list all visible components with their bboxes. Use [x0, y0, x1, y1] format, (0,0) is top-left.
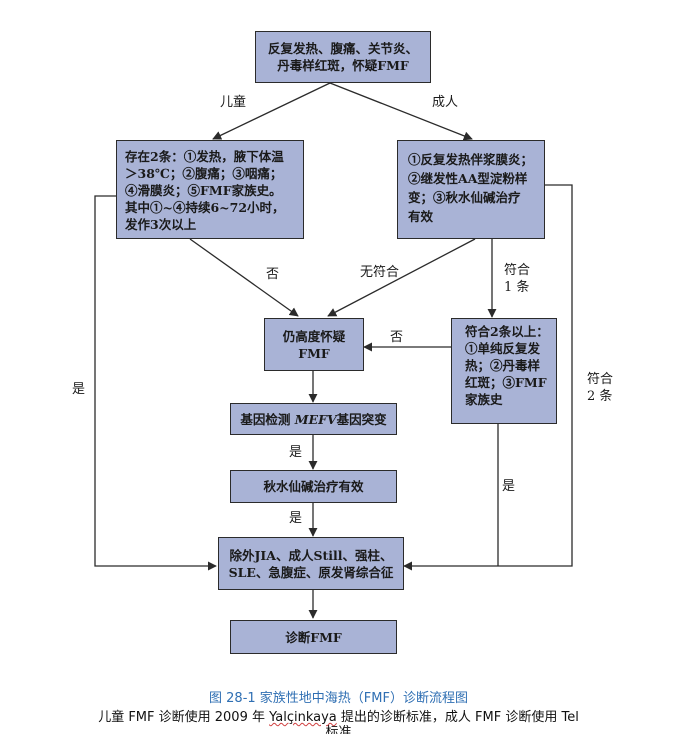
edge-label-yes-left: 是	[72, 382, 86, 397]
gene-test-box: 基因检测 MEFV基因突变	[230, 403, 397, 435]
child-criteria-box: 存在2条：①发热，腋下体温 ＞38℃；②腹痛；③咽痛； ④滑膜炎；⑤FMF家族史…	[116, 140, 304, 239]
suspect-line: FMF	[298, 345, 330, 361]
minor-criteria-line: ①单纯反复发	[465, 341, 541, 356]
edge-label-no-child: 否	[266, 267, 280, 282]
edge-label-yes-colchicine: 是	[289, 511, 303, 526]
edge-label-yes-gene: 是	[289, 445, 303, 460]
minor-criteria-box: 符合2条以上： ①单纯反复发 热；②丹毒样 红斑；③FMF 家族史	[451, 318, 557, 424]
minor-criteria-line: 符合2条以上：	[465, 324, 549, 339]
colchicine-text: 秋水仙碱治疗有效	[263, 479, 364, 494]
figure-caption-title: 图 28-1 家族性地中海热（FMF）诊断流程图	[209, 691, 468, 706]
edge-label-match-one: 符合 1 条	[504, 263, 531, 295]
edge-label-yes-minor: 是	[502, 479, 516, 494]
figure-caption-text: 儿童 FMF 诊断使用 2009 年 Yalçinkaya 提出的诊断标准，成人…	[0, 706, 677, 725]
minor-criteria-line: 家族史	[465, 392, 503, 407]
child-criteria-line: ④滑膜炎；⑤FMF家族史。	[125, 183, 282, 198]
branch-label-adult: 成人	[432, 95, 459, 110]
top-box-line: 反复发热、腹痛、关节炎、	[267, 41, 418, 56]
child-criteria-line: ＞38℃；②腹痛；③咽痛；	[125, 166, 283, 181]
figure-caption-cutoff: 标准	[325, 725, 352, 734]
edge-label-none-match: 无符合	[360, 265, 400, 280]
branch-label-child: 儿童	[220, 95, 247, 110]
still-suspect-box: 仍高度怀疑 FMF	[264, 318, 364, 371]
adult-criteria-line: 有效	[408, 209, 434, 224]
adult-criteria-box: ①反复发热伴浆膜炎； ②继发性AA型淀粉样 变；③秋水仙碱治疗 有效	[397, 140, 545, 239]
caption-text-post: 提出的诊断标准，成人 FMF 诊断使用 Tel	[336, 710, 579, 725]
child-criteria-line: 发作3次以上	[125, 217, 197, 232]
gene-test-text: 基因检测 MEFV基因突变	[240, 411, 386, 428]
adult-criteria-line: 变；③秋水仙碱治疗	[408, 190, 521, 205]
top-symptoms-box: 反复发热、腹痛、关节炎、 丹毒样红斑，怀疑FMF	[255, 31, 431, 83]
minor-criteria-line: 热；②丹毒样	[465, 358, 541, 373]
gene-name: MEFV	[294, 411, 337, 427]
exclusion-line: 除外JIA、成人Still、强柱、	[229, 547, 393, 563]
adult-criteria-line: ②继发性AA型淀粉样	[408, 171, 528, 186]
edge-label-match-two: 符合 2 条	[587, 372, 614, 404]
suspect-line: 仍高度怀疑	[282, 328, 346, 344]
minor-criteria-line: 红斑；③FMF	[465, 375, 547, 390]
exclusion-box: 除外JIA、成人Still、强柱、 SLE、急腹症、原发肾综合征	[218, 537, 404, 590]
diagnosis-box: 诊断FMF	[230, 620, 397, 654]
gene-test-pre: 基因检测	[240, 411, 295, 427]
colchicine-effective-box: 秋水仙碱治疗有效	[230, 470, 397, 503]
edge-label-no-minor: 否	[390, 330, 404, 345]
exclusion-line: SLE、急腹症、原发肾综合征	[228, 564, 394, 580]
diagnosis-text: 诊断FMF	[285, 629, 342, 645]
top-box-line: 丹毒样红斑，怀疑FMF	[277, 58, 409, 73]
caption-author-name: Yalçinkaya	[269, 710, 337, 725]
gene-test-post: 基因突变	[336, 411, 387, 427]
child-criteria-line: 存在2条：①发热，腋下体温	[125, 149, 284, 164]
caption-text-pre: 儿童 FMF 诊断使用 2009 年	[98, 710, 270, 725]
adult-criteria-line: ①反复发热伴浆膜炎；	[408, 152, 534, 167]
child-criteria-line: 其中①~④持续6~72小时，	[125, 200, 285, 215]
